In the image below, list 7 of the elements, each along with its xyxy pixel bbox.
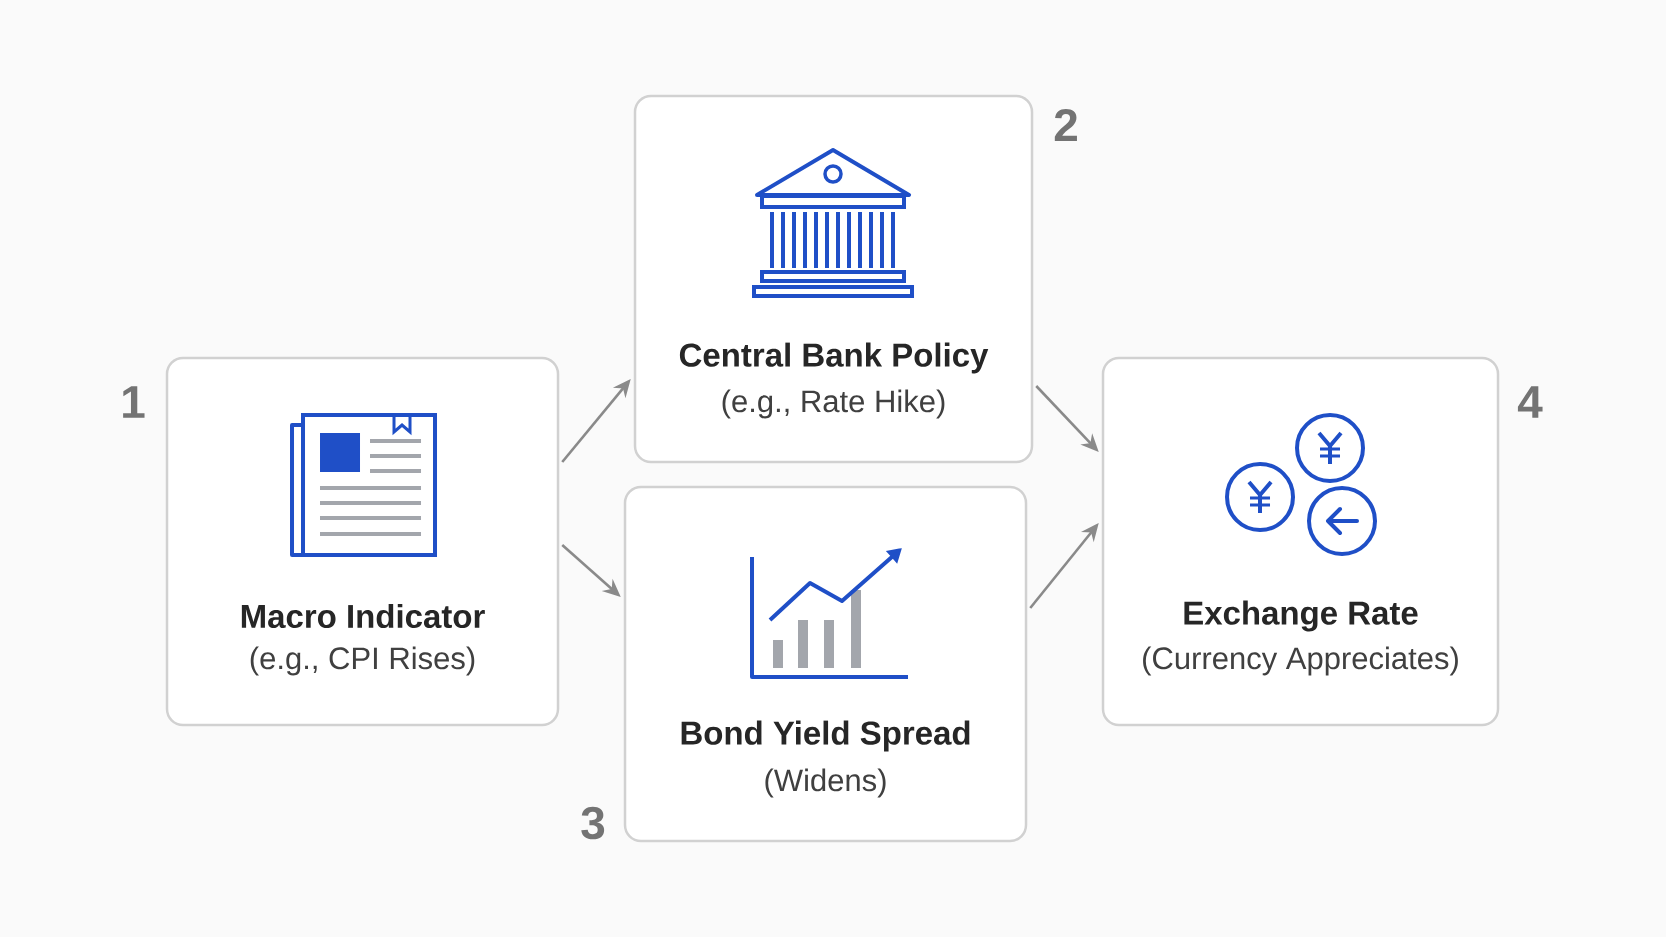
process-box: Bond Yield Spread (Widens): [623, 485, 1028, 843]
step-number: 2: [1054, 108, 1077, 142]
process-box: Central Bank Policy (e.g., Rate Hike): [633, 94, 1034, 464]
step-number: 1: [123, 386, 145, 418]
step-number: 4: [1517, 386, 1543, 418]
process-box: Exchange Rate (Currency Appreciates): [1101, 356, 1500, 727]
step-number: 3: [581, 806, 605, 840]
